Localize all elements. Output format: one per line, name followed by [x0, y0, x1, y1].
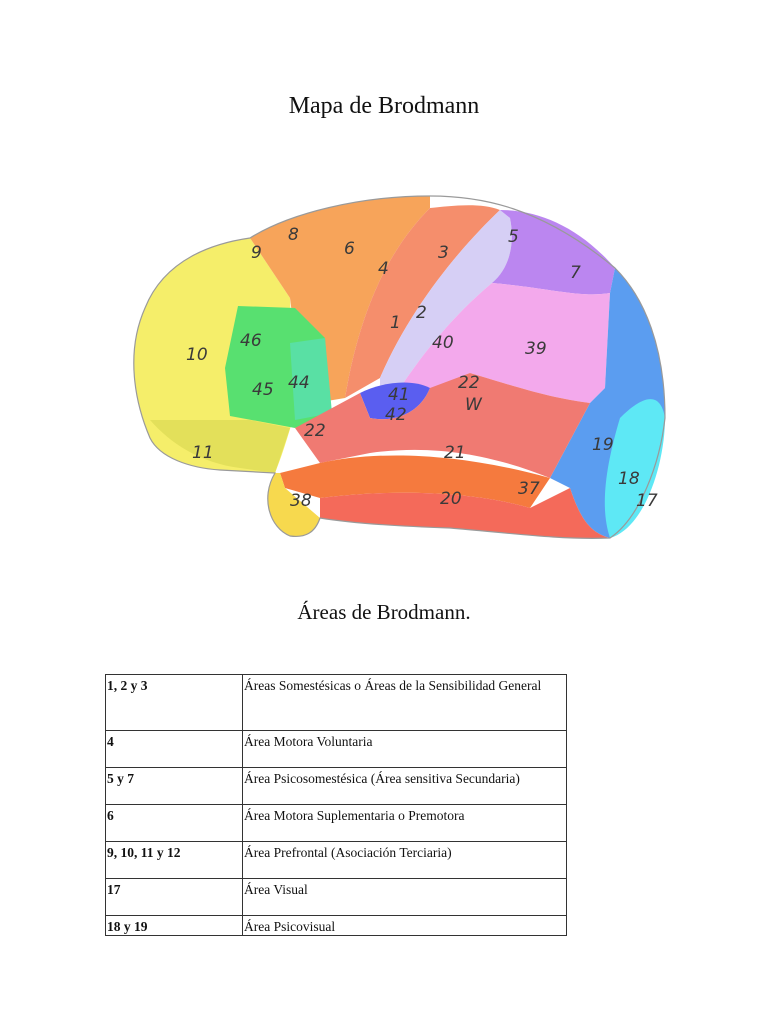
region-auditory: [360, 382, 430, 420]
area-labels: 8 9 6 5 3 4 7 1 2 46 10 40 39 45 44 22 4…: [186, 225, 658, 511]
area-label: 45: [252, 380, 274, 400]
area-label: 3: [438, 243, 449, 263]
area-label: 41: [388, 385, 410, 405]
area-label: 42: [385, 405, 407, 425]
description-cell: Área Visual: [242, 878, 567, 916]
area-label: 19: [592, 435, 614, 455]
description-cell: Área Motora Suplementaria o Premotora: [242, 804, 567, 842]
area-label: 38: [290, 491, 312, 511]
area-label: 18: [618, 469, 640, 489]
region-parietal-sup: [492, 210, 615, 295]
table-row: 9, 10, 11 y 12 Área Prefrontal (Asociaci…: [105, 841, 567, 879]
area-label: 9: [251, 243, 262, 263]
area-label: 6: [344, 239, 355, 259]
area-label: 22: [458, 373, 480, 393]
area-label: W: [465, 395, 483, 415]
table-row: 4 Área Motora Voluntaria: [105, 730, 567, 768]
areas-cell: 17: [105, 878, 243, 916]
region-temporal-mid: [280, 455, 550, 508]
table-row: 5 y 7 Área Psicosomestésica (Área sensit…: [105, 767, 567, 805]
table-row: 1, 2 y 3 Áreas Somestésicas o Áreas de l…: [105, 674, 567, 731]
region-44: [290, 338, 332, 420]
areas-cell: 9, 10, 11 y 12: [105, 841, 243, 879]
areas-cell: 18 y 19: [105, 915, 243, 936]
description-cell: Área Psicovisual: [242, 915, 567, 936]
region-parietal-inf: [400, 283, 610, 403]
brodmann-areas-table: 1, 2 y 3 Áreas Somestésicas o Áreas de l…: [105, 674, 567, 936]
description-cell: Área Psicosomestésica (Área sensitiva Se…: [242, 767, 567, 805]
area-label: 10: [186, 345, 208, 365]
area-label: 8: [288, 225, 299, 245]
region-motor: [345, 205, 500, 398]
areas-cell: 5 y 7: [105, 767, 243, 805]
area-label: 1: [390, 313, 401, 333]
area-label: 17: [636, 491, 658, 511]
page-title: Mapa de Brodmann: [288, 93, 480, 119]
table-row: 6 Área Motora Suplementaria o Premotora: [105, 804, 567, 842]
areas-cell: 4: [105, 730, 243, 768]
areas-cell: 6: [105, 804, 243, 842]
brodmann-brain-map: 8 9 6 5 3 4 7 1 2 46 10 40 39 45 44 22 4…: [120, 188, 680, 553]
area-label: 5: [508, 227, 519, 247]
area-label: 4: [378, 259, 389, 279]
area-label: 2: [416, 303, 427, 323]
area-label: 46: [240, 331, 262, 351]
description-cell: Área Motora Voluntaria: [242, 730, 567, 768]
table-row: 18 y 19 Área Psicovisual: [105, 915, 567, 936]
table-row: 17 Área Visual: [105, 878, 567, 916]
area-label: 37: [518, 479, 540, 499]
area-label: 7: [570, 263, 581, 283]
region-temporal-pole: [267, 473, 320, 537]
region-temporal-inf: [320, 488, 610, 539]
section-heading: Áreas de Brodmann.: [297, 600, 471, 624]
region-orbital: [150, 420, 290, 473]
region-visual: [604, 399, 665, 538]
brain-outline: [133, 195, 666, 539]
description-cell: Áreas Somestésicas o Áreas de la Sensibi…: [242, 674, 567, 731]
area-label: 22: [304, 421, 326, 441]
area-label: 20: [440, 489, 462, 509]
area-label: 21: [444, 443, 466, 463]
area-label: 44: [288, 373, 310, 393]
area-label: 39: [525, 339, 547, 359]
area-label: 11: [192, 443, 214, 463]
region-premotor: [250, 196, 430, 403]
region-temporal-sup: [295, 373, 590, 478]
area-label: 40: [432, 333, 454, 353]
areas-cell: 1, 2 y 3: [105, 674, 243, 731]
region-somatosensory: [380, 210, 512, 398]
description-cell: Área Prefrontal (Asociación Terciaria): [242, 841, 567, 879]
